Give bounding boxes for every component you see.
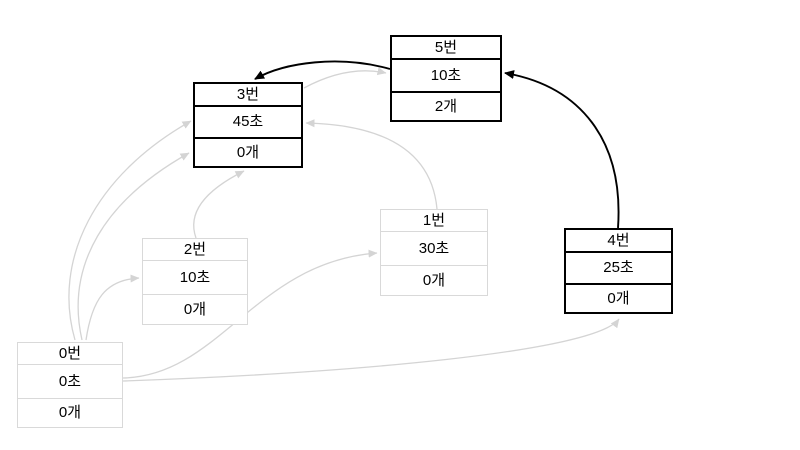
node-2[interactable]: 2번 10초 0개 — [142, 238, 248, 325]
edge-3-to-5 — [303, 67, 387, 89]
edge-5-to-3 — [254, 60, 391, 80]
node-number-label: 1번 — [422, 212, 446, 230]
edge-1-to-3 — [305, 119, 438, 210]
edge-2-to-3 — [193, 170, 245, 239]
node-time-value: 10초 — [392, 57, 500, 91]
node-count-value: 0개 — [195, 137, 301, 166]
node-count-value: 0개 — [566, 283, 671, 312]
node-3[interactable]: 3번 45초 0개 — [193, 82, 303, 168]
node-0[interactable]: 0번 0초 0개 — [17, 342, 123, 428]
node-time-value: 0초 — [18, 364, 122, 398]
edge-0-to-3 — [77, 152, 190, 341]
edge-4-to-5 — [504, 70, 620, 229]
edge-0-to-2 — [85, 274, 140, 341]
node-5[interactable]: 5번 10초 2개 — [390, 35, 502, 122]
edge-0-to-3 — [68, 120, 192, 341]
node-count-value: 0개 — [143, 294, 247, 324]
node-time-value: 25초 — [566, 250, 671, 284]
edge-0-to-4 — [122, 318, 620, 382]
node-count-value: 0개 — [18, 397, 122, 427]
node-1[interactable]: 1번 30초 0개 — [380, 209, 488, 296]
node-time-value: 10초 — [143, 260, 247, 294]
node-count-value: 0개 — [381, 265, 487, 295]
node-number-label: 4번 — [607, 231, 630, 249]
node-4[interactable]: 4번 25초 0개 — [564, 228, 673, 314]
node-time-value: 45초 — [195, 104, 301, 138]
node-number-label: 2번 — [183, 241, 207, 259]
node-number-label: 5번 — [434, 38, 458, 56]
node-count-value: 2개 — [392, 90, 500, 120]
node-time-value: 30초 — [381, 231, 487, 265]
node-number-label: 0번 — [58, 345, 82, 362]
node-number-label: 3번 — [236, 85, 260, 103]
